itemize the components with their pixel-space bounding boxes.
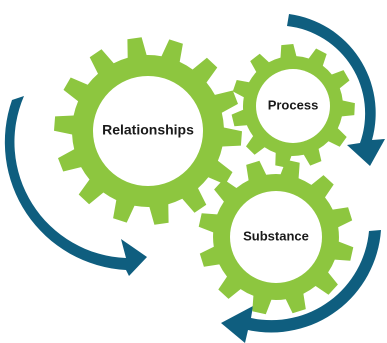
gear-relationships: Relationships — [54, 37, 242, 225]
curved-arrow-bottom-right — [221, 230, 381, 343]
gear-label-relationships: Relationships — [102, 122, 194, 138]
arrow-body — [287, 14, 385, 166]
curved-arrow-left — [4, 96, 147, 276]
arrow-body — [4, 96, 147, 276]
gear-label-substance: Substance — [243, 228, 309, 243]
gear-process: Process — [231, 44, 355, 168]
gear-label-process: Process — [268, 97, 319, 112]
gear-hub — [256, 69, 330, 143]
curved-arrow-top-right — [287, 14, 385, 166]
gear-hub — [93, 76, 203, 186]
gear-substance: Substance — [198, 159, 354, 315]
gear-hub — [230, 191, 322, 283]
arrow-body — [221, 230, 381, 343]
